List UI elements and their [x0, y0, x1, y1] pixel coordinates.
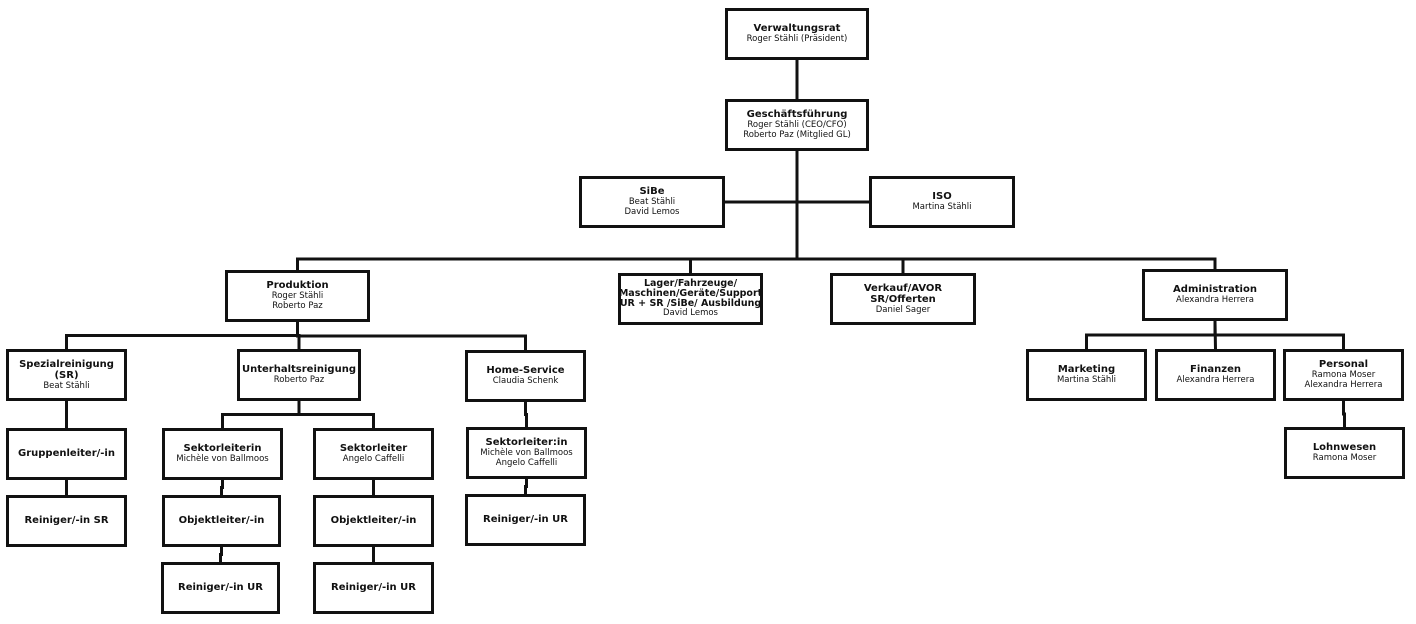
node-unterhaltsreinigung: Unterhaltsreinigung Roberto Paz	[237, 349, 361, 401]
node-title: Reiniger/-in UR	[331, 582, 416, 594]
node-geschaeftsfuehrung: Geschäftsführung Roger Stähli (CEO/CFO) …	[725, 99, 869, 151]
node-title: Reiniger/-in UR	[483, 514, 568, 526]
node-gruppenleiter: Gruppenleiter/-in	[6, 428, 127, 480]
node-person: Roberto Paz (Mitglied GL)	[743, 129, 851, 140]
node-title: Marketing	[1057, 364, 1116, 376]
node-title: Unterhaltsreinigung	[241, 364, 356, 376]
node-spezialreinigung: Spezialreinigung (SR) Beat Stähli	[6, 349, 127, 401]
node-home-service: Home-Service Claudia Schenk	[465, 350, 586, 402]
node-person: Ramona Moser	[1311, 369, 1376, 380]
node-person: Beat Stähli	[628, 196, 676, 207]
node-person: Claudia Schenk	[492, 375, 559, 386]
node-reiniger-ur-2: Reiniger/-in UR	[313, 562, 434, 614]
node-person: Michèle von Ballmoos	[176, 453, 269, 464]
node-person: Beat Stähli	[43, 380, 90, 391]
node-title: Reiniger/-in SR	[24, 515, 109, 527]
node-title: Objektleiter/-in	[178, 515, 265, 527]
node-sibe: SiBe Beat Stähli David Lemos	[579, 176, 725, 228]
node-person: Angelo Caffelli	[342, 453, 405, 464]
node-reiniger-sr: Reiniger/-in SR	[6, 495, 127, 547]
node-person: Roger Stähli	[271, 290, 324, 301]
node-lager: Lager/Fahrzeuge/ Maschinen/Geräte/Suppor…	[618, 273, 763, 325]
node-person: Daniel Sager	[875, 304, 931, 315]
node-person: Ramona Moser	[1312, 452, 1377, 463]
node-sektorleiterin: Sektorleiterin Michèle von Ballmoos	[162, 428, 283, 480]
node-finanzen: Finanzen Alexandra Herrera	[1155, 349, 1276, 401]
node-title: Lohnwesen	[1312, 442, 1377, 454]
node-title: Sektorleiter:in	[485, 437, 568, 449]
node-lohnwesen: Lohnwesen Ramona Moser	[1284, 427, 1405, 479]
node-title: Verwaltungsrat	[753, 23, 841, 35]
node-title: Geschäftsführung	[746, 109, 848, 121]
node-title: Lager/Fahrzeuge/ Maschinen/Geräte/Suppor…	[618, 278, 763, 310]
node-person: Martina Stähli	[1056, 374, 1117, 385]
node-title: Sektorleiterin	[183, 443, 262, 455]
node-title: Gruppenleiter/-in	[18, 448, 115, 460]
node-verwaltungsrat: Verwaltungsrat Roger Stähli (Präsident)	[725, 8, 869, 60]
node-reiniger-ur-3: Reiniger/-in UR	[465, 494, 586, 546]
node-title: Verkauf/AVOR SR/Offerten	[863, 282, 943, 306]
node-person: Roberto Paz	[272, 300, 323, 311]
node-verkauf: Verkauf/AVOR SR/Offerten Daniel Sager	[830, 273, 976, 325]
node-person: Roberto Paz	[273, 374, 325, 385]
node-title: Sektorleiter	[339, 443, 408, 455]
node-title: Objektleiter/-in	[330, 515, 417, 527]
node-title: ISO	[932, 191, 952, 203]
node-iso: ISO Martina Stähli	[869, 176, 1015, 228]
node-marketing: Marketing Martina Stähli	[1026, 349, 1147, 401]
node-person: Alexandra Herrera	[1176, 374, 1255, 385]
node-person: David Lemos	[624, 206, 680, 217]
node-person: Angelo Caffelli	[495, 457, 558, 468]
node-personal: Personal Ramona Moser Alexandra Herrera	[1283, 349, 1404, 401]
node-objektleiter-2: Objektleiter/-in	[313, 495, 434, 547]
node-title: Finanzen	[1190, 364, 1241, 376]
node-title: Administration	[1173, 284, 1257, 296]
node-title: Reiniger/-in UR	[178, 582, 263, 594]
node-objektleiter-1: Objektleiter/-in	[162, 495, 281, 547]
node-person: Alexandra Herrera	[1176, 294, 1254, 305]
node-title: Home-Service	[486, 365, 565, 377]
node-reiniger-ur-1: Reiniger/-in UR	[161, 562, 280, 614]
node-title: Spezialreinigung (SR)	[19, 358, 114, 382]
node-administration: Administration Alexandra Herrera	[1142, 269, 1288, 321]
node-person: Roger Stähli (Präsident)	[746, 33, 848, 44]
node-produktion: Produktion Roger Stähli Roberto Paz	[225, 270, 370, 322]
node-person: Alexandra Herrera	[1304, 379, 1383, 390]
node-title: Produktion	[266, 280, 329, 292]
node-sektorleiter-in: Sektorleiter:in Michèle von Ballmoos Ang…	[466, 427, 587, 479]
node-person: Roger Stähli (CEO/CFO)	[747, 119, 847, 130]
node-person: Michèle von Ballmoos	[480, 447, 573, 458]
node-title: SiBe	[639, 186, 665, 198]
node-person: David Lemos	[663, 308, 718, 319]
node-person: Martina Stähli	[912, 201, 972, 212]
node-title: Personal	[1318, 359, 1369, 371]
node-sektorleiter: Sektorleiter Angelo Caffelli	[313, 428, 434, 480]
